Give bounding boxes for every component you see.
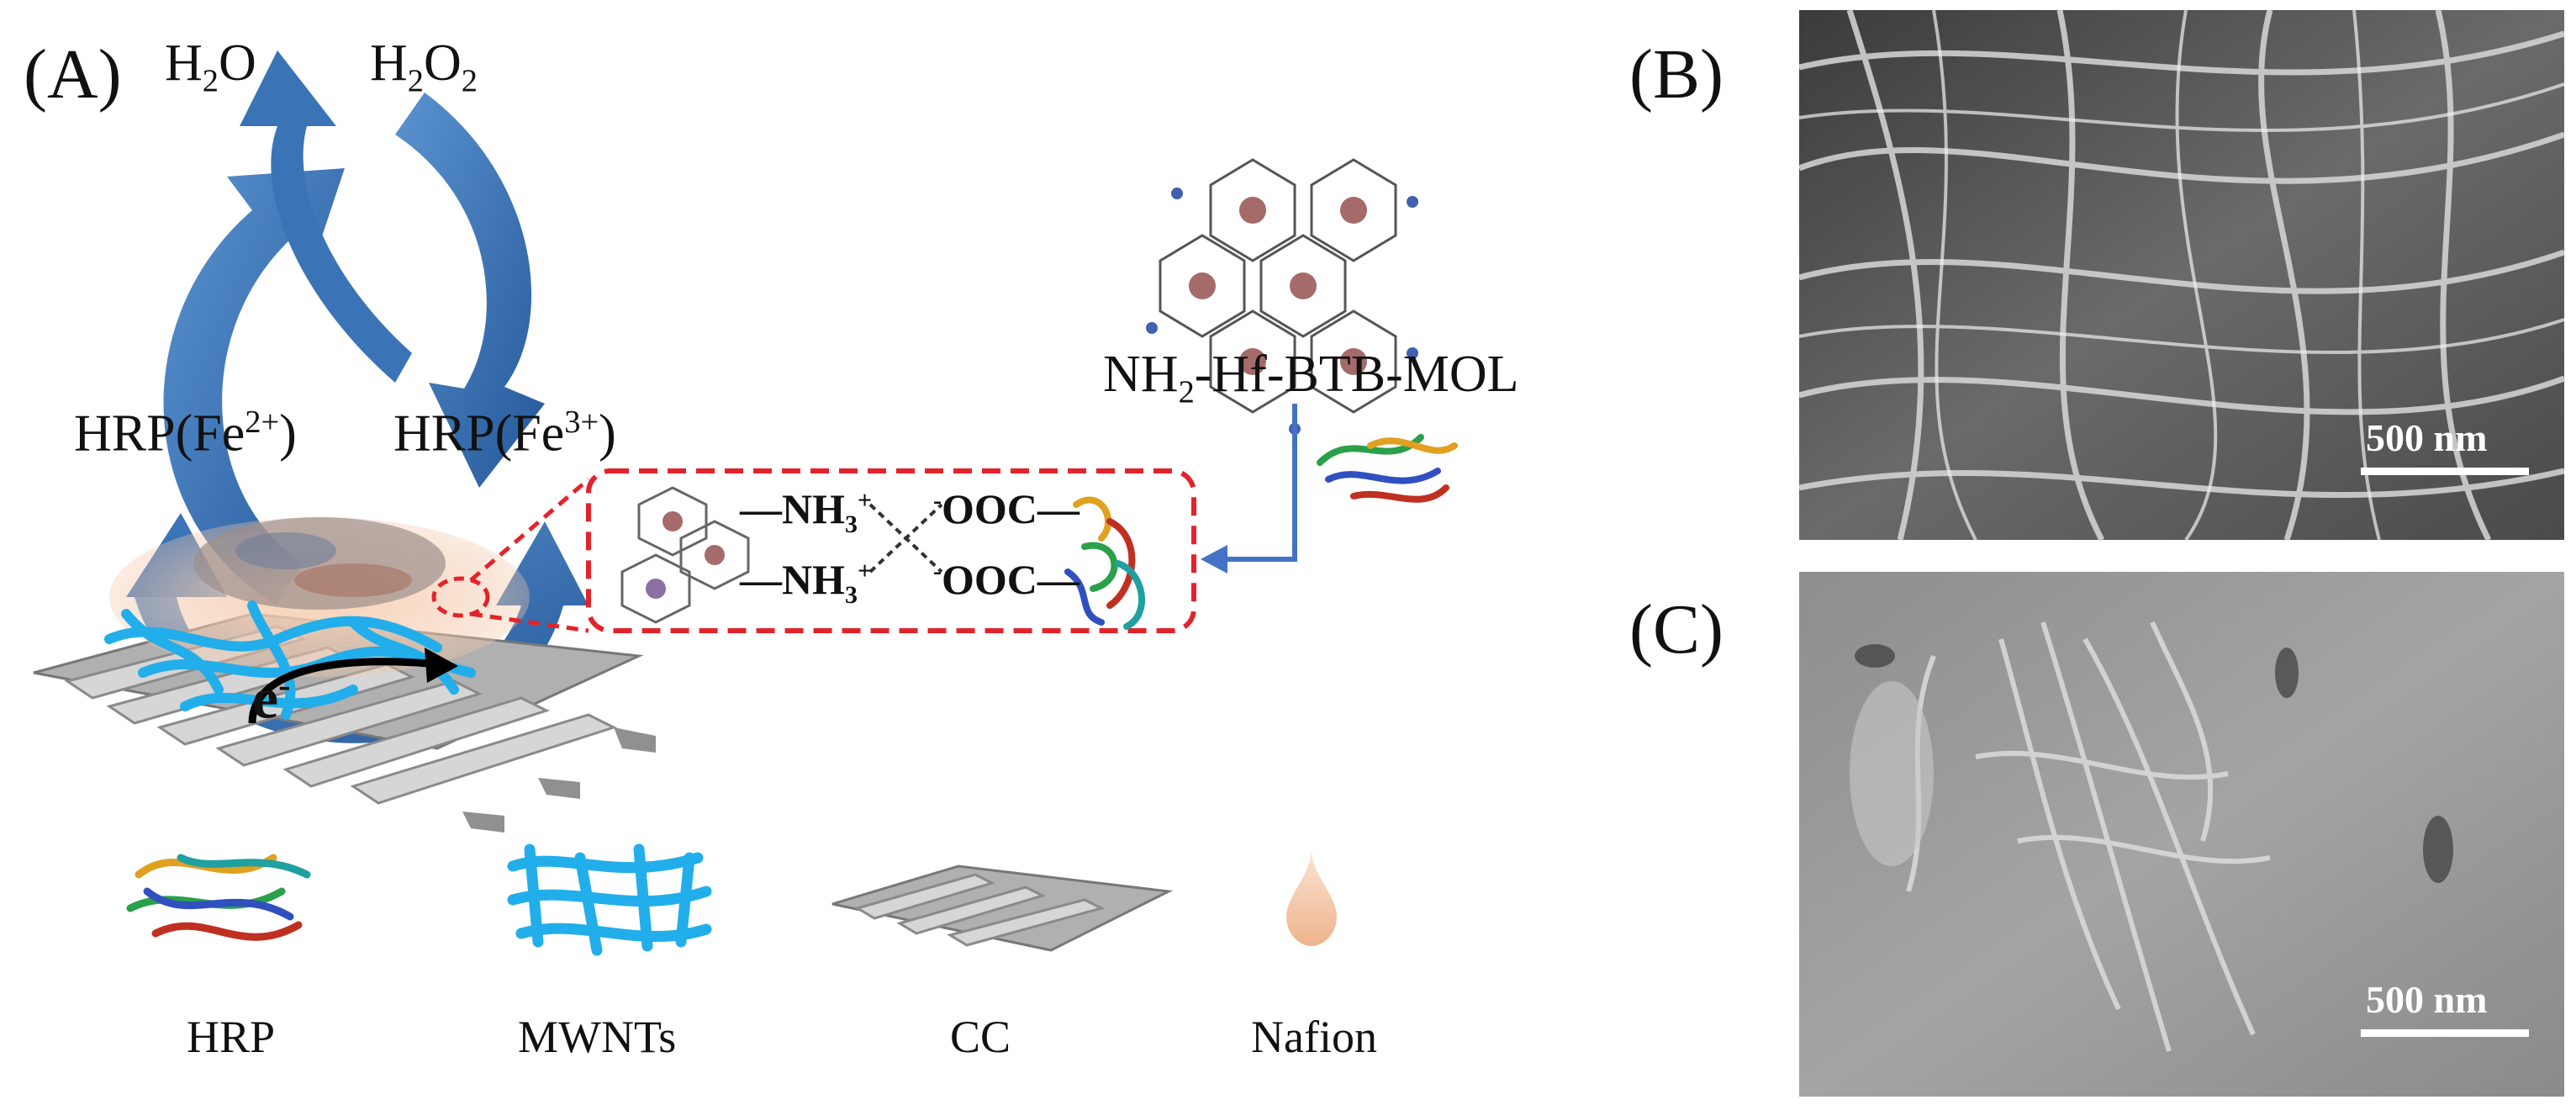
interaction-cross xyxy=(868,503,943,574)
label-amine-2: —NH3+ xyxy=(740,556,873,609)
assembly-connector-arrow xyxy=(1201,404,1297,574)
panel-label-b: (B) xyxy=(1629,35,1723,114)
zoom-line-top xyxy=(469,478,590,582)
legend-label-nafion: Nafion xyxy=(1251,1012,1377,1062)
legend-cc-icon xyxy=(831,864,1174,952)
zoom-mol-sheet xyxy=(620,486,750,624)
label-hrp-fe2: HRP(Fe2+) xyxy=(74,404,297,463)
legend-label-mwnts: MWNTs xyxy=(518,1012,677,1062)
legend-hrp-icon xyxy=(126,854,311,941)
zoom-line-bottom xyxy=(470,611,589,633)
sem-image-b xyxy=(1797,8,2566,542)
label-amine-1: —NH3+ xyxy=(740,485,873,538)
scale-bar-c xyxy=(2361,1029,2529,1037)
scale-label-c: 500 nm xyxy=(2366,978,2488,1021)
zoom-hrp-protein xyxy=(1064,496,1145,630)
label-electron: e- xyxy=(252,665,291,732)
mol-sheet-illustration xyxy=(1146,158,1418,435)
label-hydrogen-peroxide: H2O2 xyxy=(370,34,478,99)
label-water: H2O xyxy=(165,34,256,99)
label-carboxyl-1: -OOC— xyxy=(933,485,1079,532)
label-hrp-fe3: HRP(Fe3+) xyxy=(393,404,616,463)
free-hrp-protein xyxy=(1317,434,1458,503)
hrp-mol-layer xyxy=(193,517,446,610)
legend-label-hrp: HRP xyxy=(187,1012,276,1062)
legend-label-cc: CC xyxy=(950,1012,1011,1062)
scale-label-b: 500 nm xyxy=(2366,416,2488,459)
label-carboxyl-2: -OOC— xyxy=(933,556,1079,603)
cycle-arrow-upper-left xyxy=(240,50,412,383)
cycle-arrow-left xyxy=(163,168,345,605)
scale-bar-b xyxy=(2361,468,2529,475)
electron-transfer-arrow xyxy=(248,648,458,724)
legend-nafion-icon xyxy=(1286,849,1337,946)
panel-label-a: (A) xyxy=(24,35,122,114)
zoom-circle xyxy=(431,576,490,618)
label-mol: NH2-Hf-BTB-MOL xyxy=(1103,346,1519,410)
panel-label-c: (C) xyxy=(1629,590,1723,669)
cycle-arrow-right xyxy=(395,93,545,488)
sem-image-c xyxy=(1799,572,2564,1097)
legend-mwnts-icon xyxy=(507,843,712,956)
